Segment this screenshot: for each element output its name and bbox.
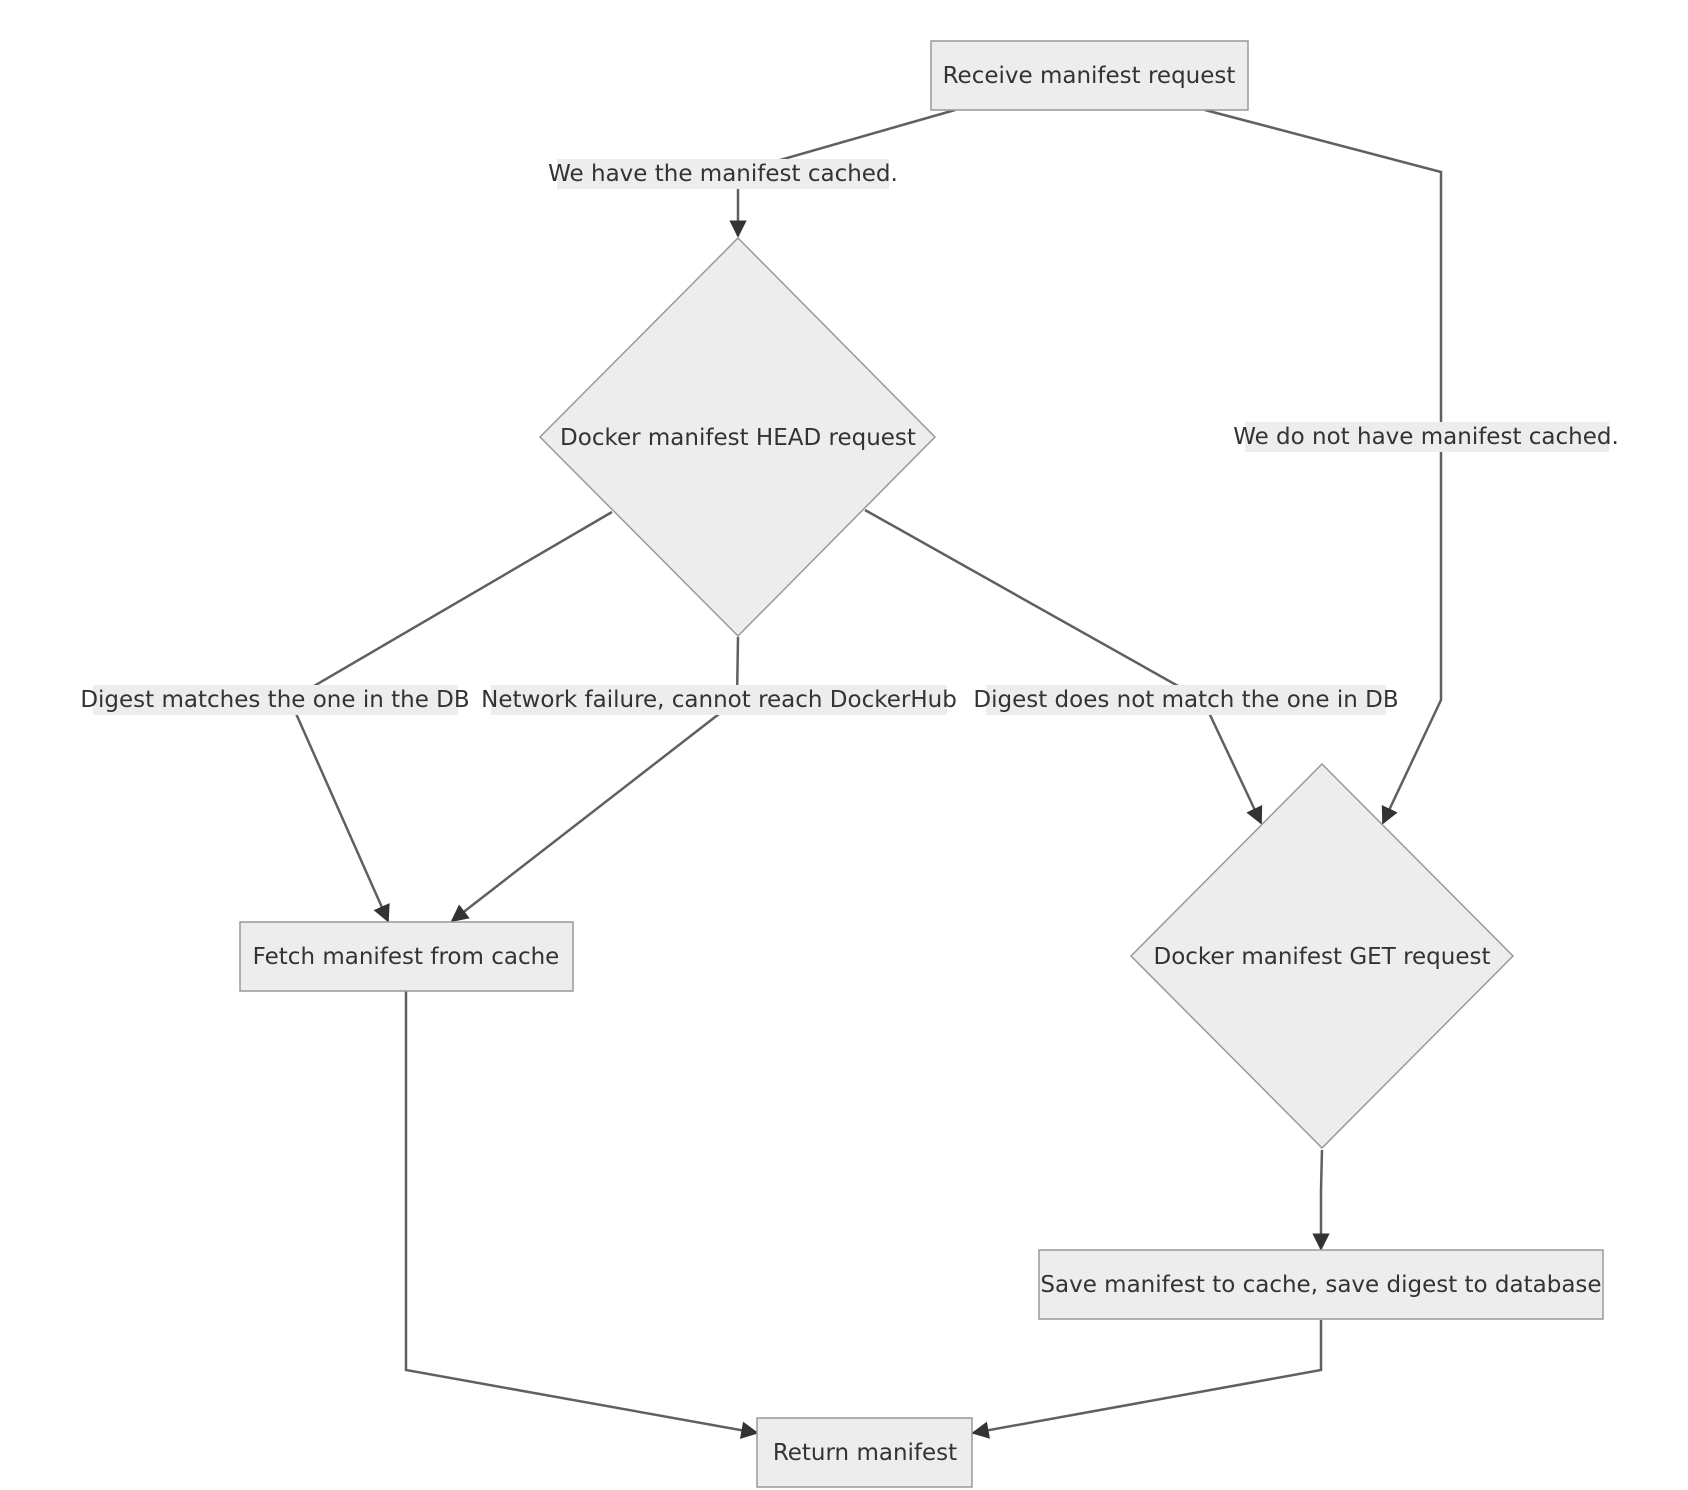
edge-get-to-save — [1312, 1149, 1330, 1251]
edge-label-network-failure-text: Network failure, cannot reach DockerHub — [481, 687, 957, 713]
edge-label-digest-match-text: Digest matches the one in the DB — [80, 687, 469, 713]
edges — [288, 108, 1443, 1439]
node-docker-get-request: Docker manifest GET request — [1129, 762, 1515, 1150]
edge-label-cached-text: We have the manifest cached. — [548, 161, 898, 187]
edge-fetch-to-return — [404, 991, 759, 1439]
node-label-get: Docker manifest GET request — [1153, 944, 1490, 970]
edge-label-digest-match: Digest matches the one in the DB — [80, 685, 470, 715]
edge-save-to-return — [971, 1320, 1323, 1439]
node-return-manifest: Return manifest — [756, 1417, 973, 1488]
node-docker-head-request: Docker manifest HEAD request — [538, 236, 937, 638]
edge-head-to-fetch-match — [288, 510, 613, 923]
edge-head-to-fetch-failure — [450, 636, 740, 923]
node-label-return: Return manifest — [773, 1440, 957, 1466]
edge-label-digest-mismatch-text: Digest does not match the one in DB — [973, 687, 1398, 713]
edge-label-not-cached: We do not have manifest cached. — [1233, 422, 1619, 452]
node-label-receive: Receive manifest request — [943, 63, 1236, 89]
node-label-fetch: Fetch manifest from cache — [253, 944, 560, 970]
node-label-head: Docker manifest HEAD request — [560, 425, 916, 451]
edge-head-to-get-mismatch — [864, 508, 1263, 825]
edge-label-not-cached-text: We do not have manifest cached. — [1233, 424, 1619, 450]
node-receive-manifest-request: Receive manifest request — [930, 40, 1249, 111]
node-fetch-manifest-from-cache: Fetch manifest from cache — [239, 921, 574, 992]
node-save-manifest: Save manifest to cache, save digest to d… — [1038, 1249, 1604, 1320]
node-label-save: Save manifest to cache, save digest to d… — [1040, 1272, 1601, 1298]
edge-label-digest-mismatch: Digest does not match the one in DB — [973, 685, 1399, 715]
edge-receive-to-get — [1204, 108, 1443, 825]
edge-label-cached: We have the manifest cached. — [548, 159, 898, 189]
edge-label-network-failure: Network failure, cannot reach DockerHub — [481, 685, 957, 715]
